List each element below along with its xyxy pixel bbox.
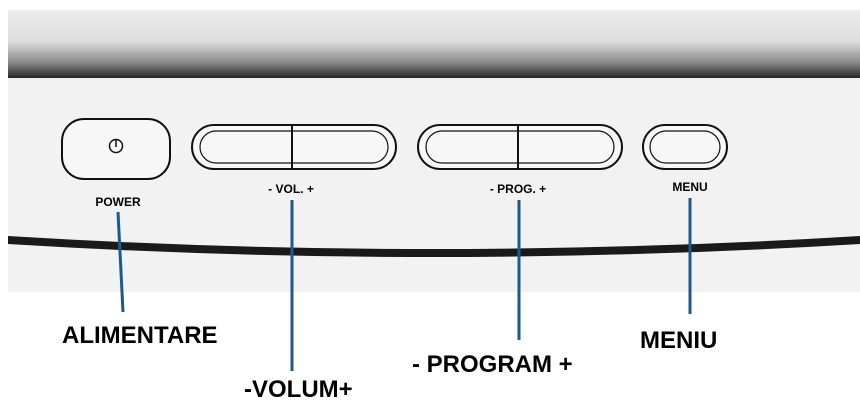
volume-up-button[interactable]	[292, 131, 388, 163]
panel-face	[8, 78, 860, 292]
program-down-button[interactable]	[426, 131, 518, 163]
power-panel-label: POWER	[95, 195, 141, 209]
volume-down-button[interactable]	[200, 131, 292, 163]
program-up-button[interactable]	[518, 131, 614, 163]
menu-callout: MENIU	[640, 327, 718, 354]
menu-panel-label: MENU	[672, 180, 708, 194]
power-icon	[108, 138, 124, 154]
volume-panel-label: - VOL. +	[268, 182, 314, 196]
menu-button[interactable]	[642, 124, 728, 170]
bezel-lower-edge	[8, 236, 860, 257]
power-button[interactable]	[61, 118, 171, 180]
program-rocker-inner	[425, 130, 615, 164]
volume-rocker	[191, 124, 397, 170]
program-callout: - PROGRAM +	[412, 351, 573, 378]
volume-rocker-inner	[199, 130, 389, 164]
program-panel-label: - PROG. +	[489, 182, 547, 196]
power-leader-line	[116, 211, 125, 313]
menu-button-inner	[649, 130, 721, 164]
program-rocker	[417, 124, 623, 170]
top-bezel	[8, 10, 860, 80]
power-callout: ALIMENTARE	[62, 322, 218, 349]
volume-callout: -VOLUM+	[244, 376, 353, 403]
